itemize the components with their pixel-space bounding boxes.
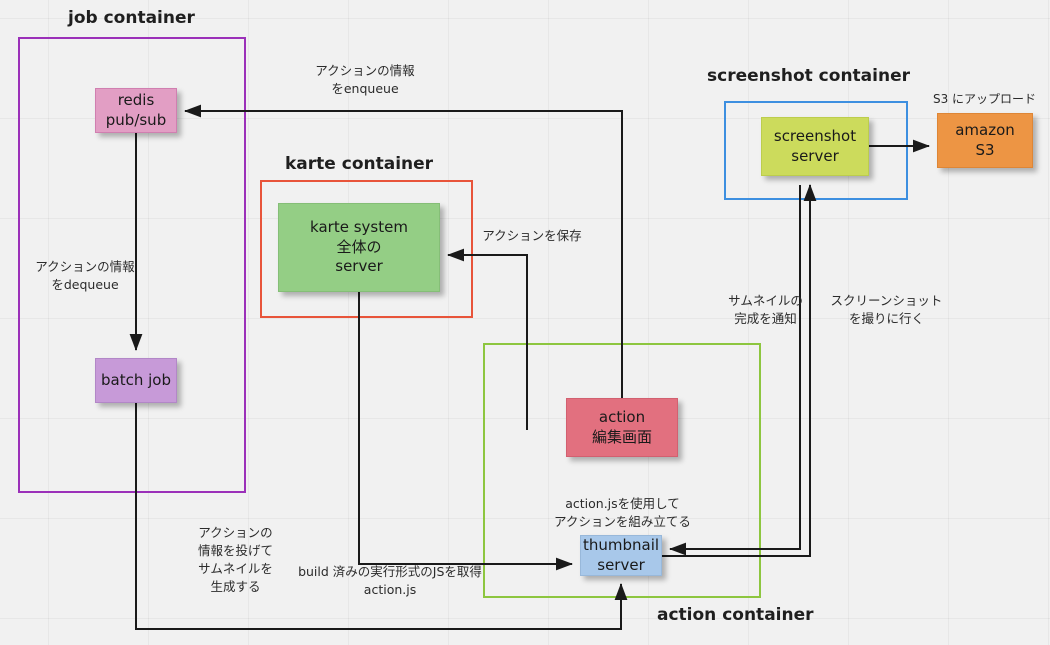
node-redis-line-1: pub/sub bbox=[105, 110, 167, 129]
node-screenshot-server[interactable]: screenshot server bbox=[761, 117, 869, 176]
node-karte-system-line-2: server bbox=[335, 257, 383, 276]
edge-label-enqueue: アクションの情報 をenqueue bbox=[315, 63, 415, 97]
node-amazon-s3-line-1: S3 bbox=[975, 140, 995, 159]
node-batch-job-line-0: batch job bbox=[101, 370, 171, 389]
container-title-screenshot: screenshot container bbox=[707, 66, 910, 86]
node-thumbnail-server-line-0: thumbnail bbox=[582, 535, 660, 554]
node-thumbnail-server[interactable]: thumbnail server bbox=[580, 535, 662, 576]
edge-label-upload-s3: S3 にアップロード bbox=[932, 92, 1037, 106]
edge-label-fetch-built-js: build 済みの実行形式のJSを取得 action.js bbox=[298, 564, 482, 598]
node-redis[interactable]: redis pub/sub bbox=[95, 88, 177, 133]
node-amazon-s3[interactable]: amazon S3 bbox=[937, 113, 1033, 168]
container-title-job: job container bbox=[68, 8, 195, 28]
edge-label-save-action: アクションを保存 bbox=[482, 228, 582, 243]
node-karte-system[interactable]: karte system 全体の server bbox=[278, 203, 440, 292]
edge-label-build-action: action.jsを使用して アクションを組み立てる bbox=[554, 496, 691, 530]
node-amazon-s3-line-0: amazon bbox=[955, 120, 1015, 139]
edge-label-generate-thumbnail: アクションの 情報を投げて サムネイルを 生成する bbox=[197, 525, 273, 595]
edge-label-dequeue: アクションの情報 をdequeue bbox=[35, 259, 135, 293]
node-redis-line-0: redis bbox=[117, 90, 155, 109]
container-title-karte: karte container bbox=[285, 154, 434, 174]
node-action-edit-line-0: action bbox=[598, 407, 646, 426]
node-karte-system-line-1: 全体の bbox=[336, 237, 382, 256]
edge-label-notify-thumbnail: サムネイルの 完成を通知 bbox=[728, 293, 803, 327]
node-batch-job[interactable]: batch job bbox=[95, 358, 177, 403]
node-action-edit-line-1: 編集画面 bbox=[591, 427, 652, 446]
node-karte-system-line-0: karte system bbox=[310, 217, 408, 236]
node-screenshot-server-line-1: server bbox=[791, 146, 839, 165]
container-title-action: action container bbox=[657, 605, 814, 625]
node-thumbnail-server-line-1: server bbox=[597, 555, 645, 574]
node-action-edit-screen[interactable]: action 編集画面 bbox=[566, 398, 678, 457]
edge-label-take-screenshot: スクリーンショット を撮りに行く bbox=[830, 293, 943, 327]
node-screenshot-server-line-0: screenshot bbox=[773, 126, 857, 145]
